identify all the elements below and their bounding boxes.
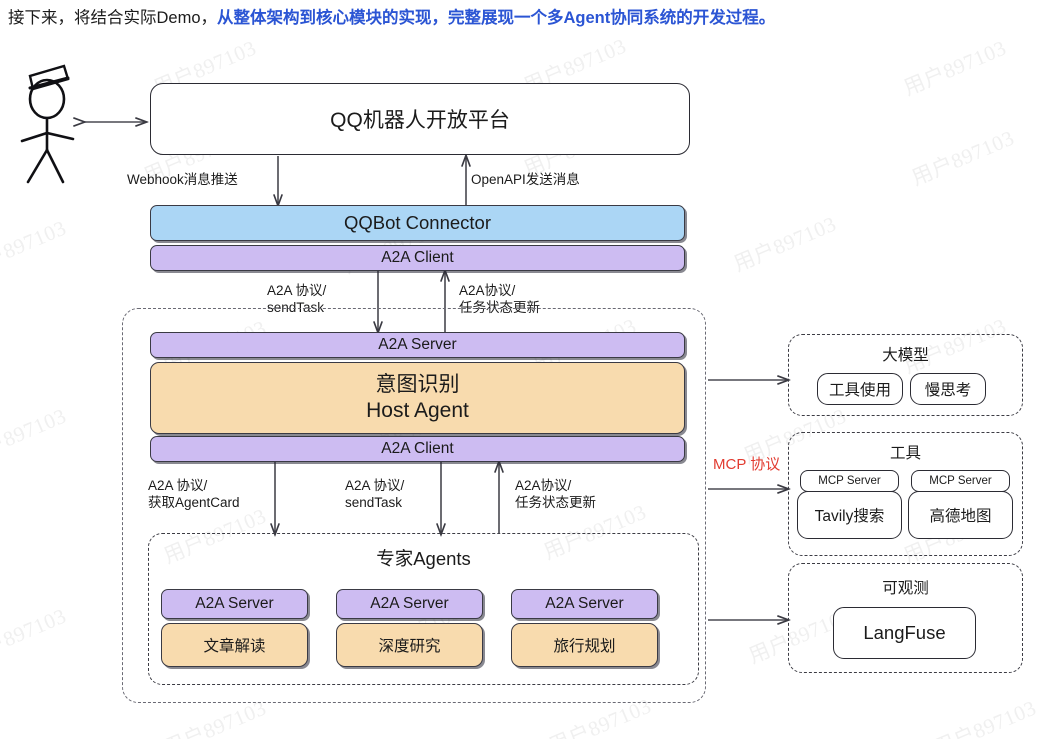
expert-2-label: 深度研究 [378, 638, 441, 655]
expert-3-a2a-server-label: A2A Server [545, 595, 624, 612]
expert-2-box[interactable]: 深度研究 [336, 623, 483, 667]
expert-1-a2a-server-box[interactable]: A2A Server [161, 589, 308, 619]
watermark: 用户897103 [0, 603, 70, 669]
mcp-server-tab-tavily-label: MCP Server [818, 475, 881, 487]
edge-label-conn-status-line1: A2A协议/ [459, 283, 516, 298]
expert-agents-group [148, 533, 699, 685]
llm-panel [788, 334, 1023, 416]
connector-a2a-client-box[interactable]: A2A Client [150, 245, 685, 271]
watermark: 用户897103 [908, 125, 1018, 191]
mcp-server-tab-amap[interactable]: MCP Server [911, 470, 1010, 492]
mcp-server-tab-tavily[interactable]: MCP Server [800, 470, 899, 492]
qq-open-platform-label: QQ机器人开放平台 [330, 109, 510, 132]
expert-3-box[interactable]: 旅行规划 [511, 623, 658, 667]
expert-1-a2a-server-label: A2A Server [195, 595, 274, 612]
tavily-search-label: Tavily搜索 [814, 508, 885, 525]
connector-a2a-client-label: A2A Client [381, 249, 454, 266]
watermark: 用户897103 [930, 695, 1040, 739]
expert-1-label: 文章解读 [203, 638, 266, 655]
headline-accent-text: 从整体架构到核心模块的实现，完整展现一个多Agent协同系统的开发过程。 [217, 9, 776, 27]
qq-open-platform-box[interactable]: QQ机器人开放平台 [150, 83, 690, 155]
mcp-server-tab-amap-label: MCP Server [929, 475, 992, 487]
watermark: 用户897103 [900, 35, 1010, 101]
edge-label-mcp-protocol: MCP 协议 [713, 456, 781, 473]
host-agent-intent-label: 意图识别 [375, 373, 460, 397]
watermark: 用户897103 [730, 211, 840, 277]
edge-label-openapi: OpenAPI发送消息 [471, 172, 580, 187]
host-a2a-server-label: A2A Server [378, 336, 457, 353]
qqbot-connector-label: QQBot Connector [343, 212, 492, 233]
observability-panel [788, 563, 1023, 673]
page-headline: 接下来，将结合实际Demo，从整体架构到核心模块的实现，完整展现一个多Agent… [8, 9, 775, 29]
watermark: 用户897103 [0, 403, 70, 469]
user-stick-figure [20, 64, 75, 184]
llm-slow-thinking-label: 慢思考 [924, 382, 972, 399]
host-agent-box[interactable]: 意图识别 Host Agent [150, 362, 685, 434]
llm-slow-thinking-box[interactable]: 慢思考 [910, 373, 986, 405]
llm-tool-use-label: 工具使用 [828, 382, 891, 399]
host-a2a-client-label: A2A Client [381, 440, 454, 457]
amap-label: 高德地图 [929, 508, 992, 525]
host-a2a-client-box[interactable]: A2A Client [150, 436, 685, 462]
langfuse-box[interactable]: LangFuse [833, 607, 976, 659]
amap-box[interactable]: 高德地图 [908, 491, 1013, 539]
llm-tool-use-box[interactable]: 工具使用 [817, 373, 903, 405]
tools-panel [788, 432, 1023, 556]
expert-2-a2a-server-label: A2A Server [370, 595, 449, 612]
watermark: 用户897103 [0, 215, 70, 281]
multi-agent-system-container [122, 308, 706, 703]
edge-label-conn-sendtask-line1: A2A 协议/ [267, 283, 327, 298]
langfuse-label: LangFuse [863, 622, 946, 643]
tavily-search-box[interactable]: Tavily搜索 [797, 491, 902, 539]
qqbot-connector-box[interactable]: QQBot Connector [150, 205, 685, 241]
expert-3-a2a-server-box[interactable]: A2A Server [511, 589, 658, 619]
expert-3-label: 旅行规划 [553, 638, 616, 655]
headline-plain-text: 接下来，将结合实际Demo， [8, 9, 218, 27]
host-agent-name-label: Host Agent [366, 399, 469, 422]
expert-1-box[interactable]: 文章解读 [161, 623, 308, 667]
edge-label-webhook: Webhook消息推送 [127, 172, 238, 187]
expert-2-a2a-server-box[interactable]: A2A Server [336, 589, 483, 619]
host-a2a-server-box[interactable]: A2A Server [150, 332, 685, 358]
